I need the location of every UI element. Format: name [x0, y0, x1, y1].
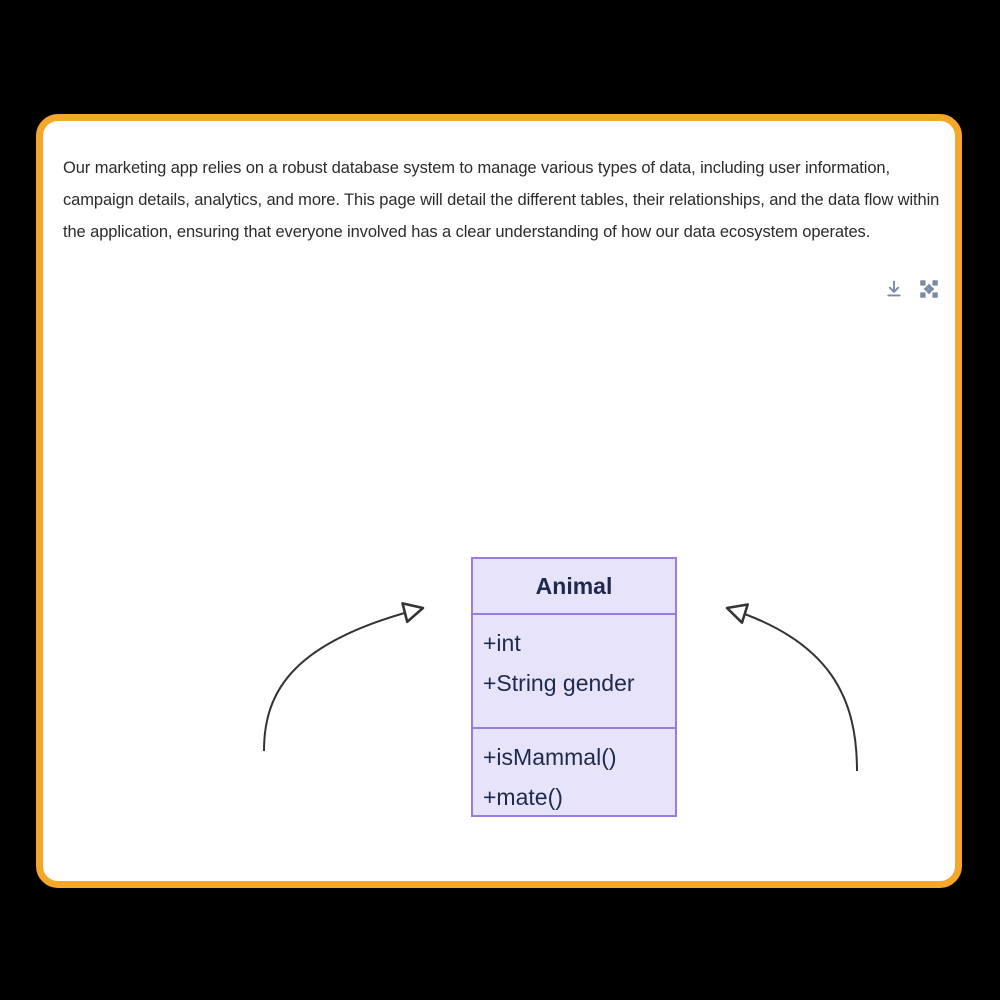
- edge-duck-to-animal: [263, 602, 425, 752]
- diagram-toolbar: [884, 279, 939, 299]
- download-icon[interactable]: [884, 279, 904, 299]
- intro-paragraph: Our marketing app relies on a robust dat…: [63, 158, 940, 241]
- class-attributes-animal: +int +String gender: [473, 615, 675, 727]
- content-card: Our marketing app relies on a robust dat…: [36, 114, 962, 888]
- operation-row: +mate(): [483, 784, 563, 810]
- uml-diagram: Animal +int +String gender +isMammal() +…: [43, 271, 955, 881]
- uml-class-animal[interactable]: Animal +int +String gender +isMammal() +…: [471, 557, 677, 817]
- operation-row: +isMammal(): [483, 744, 617, 770]
- divider: [473, 613, 675, 615]
- attribute-row: +String gender: [483, 670, 635, 696]
- fullscreen-icon[interactable]: [919, 279, 939, 299]
- divider: [473, 727, 675, 729]
- edge-zebra-to-animal: [725, 603, 858, 772]
- class-operations-animal: +isMammal() +mate(): [473, 729, 675, 819]
- attribute-row: +int: [483, 630, 521, 656]
- class-title-animal: Animal: [535, 572, 613, 599]
